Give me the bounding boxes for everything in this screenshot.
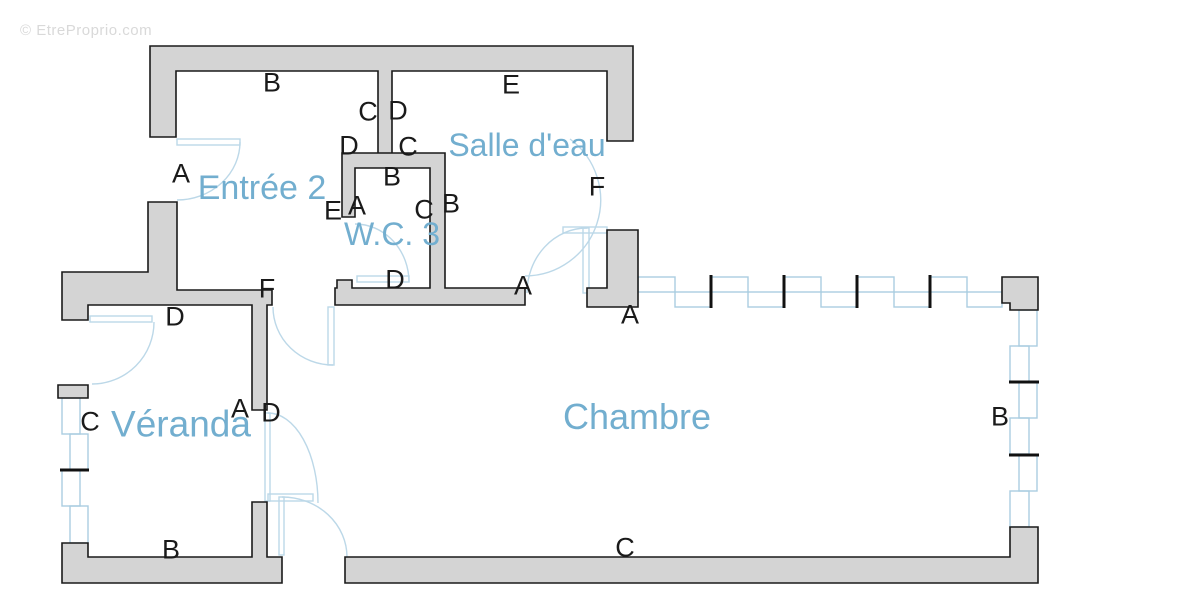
door-arc-veranda-right (267, 412, 319, 504)
door-leaf-veranda-top (89, 315, 153, 323)
door-arc-chambre-entry (526, 227, 588, 294)
wall-label-wc-inner-top: B (382, 161, 402, 192)
room-label-wc: W.C. 3 (343, 216, 441, 252)
window-top-3a (783, 276, 822, 293)
window-top-5a (929, 276, 968, 293)
wall-wc-and-bottom (334, 152, 526, 306)
window-top-1b (674, 291, 712, 308)
window-top-4b (893, 291, 931, 308)
door-arc-entree-chambre (272, 306, 334, 366)
wall-label-wc-right-outer: B (441, 188, 461, 219)
window-right-3a (1018, 454, 1038, 492)
window-top-1a (637, 276, 676, 293)
door-arc-salle-deau (524, 138, 602, 277)
wall-label-wc-left-end: E (323, 195, 343, 226)
wall-label-entree-left-door: A (171, 158, 191, 189)
room-label-veranda: Véranda (111, 403, 251, 445)
wall-chambre-bottom (344, 526, 1039, 584)
window-top-2b (747, 291, 785, 308)
window-top-3b (820, 291, 858, 308)
window-right-1b (1009, 345, 1030, 383)
wall-label-wc-left-inner: A (347, 190, 367, 221)
wall-label-mid-column-left: C (358, 96, 378, 127)
window-right-3b (1009, 490, 1030, 528)
wall-entree-band (61, 201, 273, 411)
wall-label-veranda-bottom: B (161, 534, 181, 565)
wall-label-salle-top: E (501, 69, 521, 100)
window-right-1a (1018, 309, 1038, 347)
window-left-1a (61, 397, 81, 435)
window-left-2a (61, 469, 81, 507)
room-label-entree: Entrée 2 (197, 169, 327, 207)
wall-label-wc-bottom-end: A (513, 270, 533, 301)
wall-label-salle-door: F (588, 171, 606, 202)
window-left-2b (69, 505, 89, 544)
door-leaf-chambre-entry (582, 227, 590, 294)
door-arc-wc (354, 223, 410, 283)
wall-label-chambre-entry: A (620, 299, 640, 330)
window-right-2a (1018, 381, 1038, 419)
wall-label-entree-band-end: F (258, 273, 276, 304)
wall-label-chambre-bottom: C (615, 532, 635, 563)
wall-label-veranda-left: C (80, 406, 100, 437)
wall-label-wc-bottom-door: D (385, 264, 405, 295)
window-left-1b (69, 433, 89, 471)
ticks-layer (60, 275, 1039, 472)
wall-label-veranda-right-door: D (261, 397, 281, 428)
wall-label-veranda-right-end: A (230, 393, 250, 424)
door-arc-entree-left (176, 141, 241, 201)
wall-top-right-corner (1001, 276, 1039, 311)
door-arc-veranda-bottom (281, 496, 348, 558)
door-leaf-entree-left (176, 138, 241, 146)
door-leaf-entree-chambre (327, 306, 335, 366)
wall-label-wc-right-inner: C (414, 194, 434, 225)
window-top-2a (710, 276, 749, 293)
wall-label-chambre-right: B (990, 401, 1010, 432)
wall-label-entree-top: B (262, 67, 282, 98)
door-leaf-veranda-bottom (278, 496, 285, 556)
watermark: © EtreProprio.com (20, 22, 153, 39)
window-right-2b (1009, 417, 1030, 455)
doors-layer (89, 138, 608, 558)
wall-label-mid-column-right: D (388, 95, 408, 126)
room-label-chambre: Chambre (562, 396, 712, 437)
window-top-4a (856, 276, 895, 293)
wall-chambre-entry-block (586, 229, 639, 308)
wall-veranda-bottom (61, 501, 283, 584)
room-label-salle-deau: Salle d'eau (448, 127, 606, 163)
wall-label-veranda-top: D (165, 301, 185, 332)
wall-left-block (57, 384, 89, 399)
door-sill-veranda-bottom (267, 493, 314, 502)
walls-layer (57, 45, 1039, 584)
wall-label-wc-top-right: C (398, 131, 418, 162)
door-arc-veranda-top (91, 321, 155, 385)
window-top-5b (966, 291, 1003, 308)
wall-label-wc-top-left: D (339, 130, 359, 161)
